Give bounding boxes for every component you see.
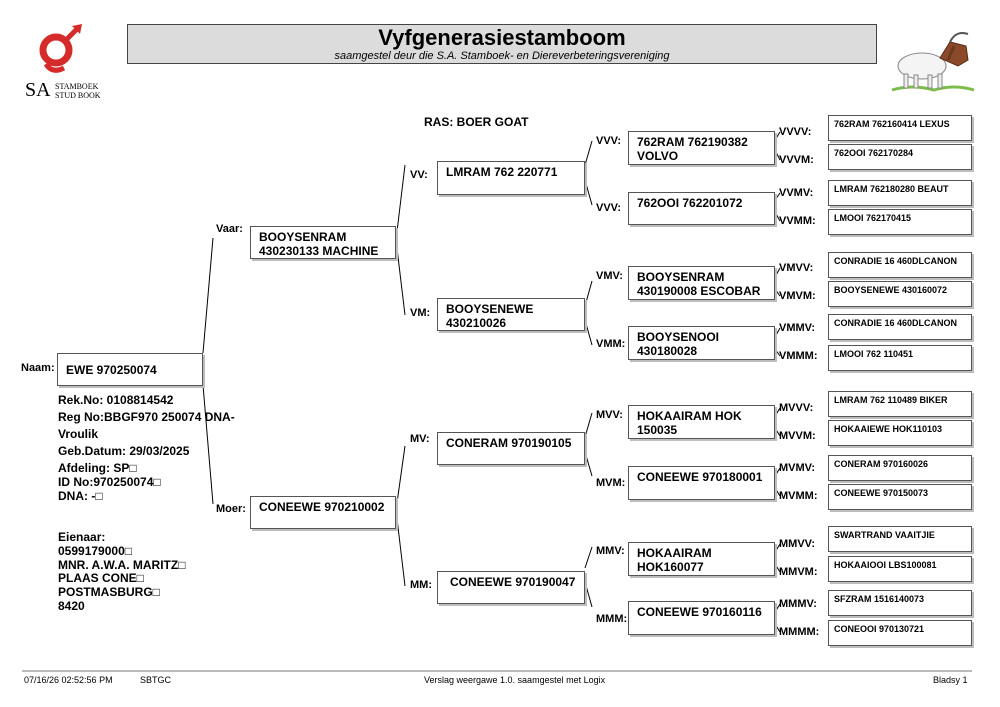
mmm-box: CONEEWE 970160116: [628, 601, 775, 635]
detail-section: Afdeling: SP□: [58, 461, 137, 475]
vmmm-label: VMMM:: [779, 350, 818, 362]
mvmv-box: CONERAM 970160026: [828, 455, 972, 481]
mmvv-label: MMVV:: [779, 538, 816, 550]
vvvm-box: 762OOI 762170284: [828, 144, 972, 170]
animal-name-box: EWE 970250074: [57, 353, 203, 386]
vvmv-box: LMRAM 762180280 BEAUT: [828, 180, 972, 206]
mmvm-label: MMVM:: [779, 566, 818, 578]
owner-farm: PLAAS CONE□: [58, 571, 144, 586]
mvvv-box: LMRAM 762 110489 BIKER: [828, 391, 972, 417]
dam-label: Moer:: [216, 503, 246, 515]
goat-image: [891, 32, 975, 92]
mm-box: CONEEWE 970190047: [437, 571, 585, 604]
vv-label: VV:: [410, 169, 428, 181]
mvv-box: HOKAAIRAM HOK 150035: [628, 405, 775, 439]
vvm-label: VVV:: [596, 202, 622, 214]
title-banner: Vyfgenerasiestamboom saamgestel deur die…: [127, 24, 877, 64]
logo-sa: SA: [25, 79, 51, 101]
mvvm-label: MVVM:: [779, 430, 816, 442]
mmmv-label: MMMV:: [779, 598, 817, 610]
mmm-label: MMM:: [596, 613, 628, 625]
mvmv-label: MVMV:: [779, 462, 816, 474]
logo-studbook: STUD BOOK: [55, 91, 101, 100]
detail-birth-date: Geb.Datum: 29/03/2025: [58, 444, 190, 458]
gender-symbol-icon: [39, 24, 82, 73]
mm-label: MM:: [410, 579, 432, 591]
vmvv-label: VMVV:: [779, 262, 814, 274]
detail-dna: DNA: -□: [58, 489, 103, 503]
vvvm-label: VVVM:: [779, 154, 814, 166]
mmmm-label: MMMM:: [779, 626, 820, 638]
mmvm-box: HOKAAIOOI LBS100081: [828, 556, 972, 582]
breed-label: RAS: BOER GOAT: [424, 115, 529, 129]
owner-heading: Eienaar:: [58, 530, 106, 544]
animal-name-label: Naam:: [21, 362, 55, 374]
vvvv-label: VVVV:: [779, 126, 812, 138]
mmmm-box: CONEOOI 970130721: [828, 620, 972, 646]
mvmm-box: CONEEWE 970150073: [828, 484, 972, 510]
detail-reg-no: Reg No:BBGF970 250074 DNA-: [58, 410, 235, 424]
mvmm-label: MVMM:: [779, 490, 818, 502]
owner-number: 0599179000□: [58, 543, 132, 558]
vv-box: LMRAM 762 220771: [437, 161, 585, 195]
vm-box: BOOYSENEWE 430210026: [437, 298, 585, 331]
owner-postcode: 8420: [58, 598, 85, 613]
sire-label: Vaar:: [216, 223, 243, 235]
animal-details: Rek.No: 0108814542 Reg No:BBGF970 250074…: [58, 392, 235, 503]
footer-datetime: 07/16/26 02:52:56 PM: [24, 675, 113, 685]
footer-page: Bladsy 1: [933, 675, 968, 685]
mvvm-box: HOKAAIEWE HOK110103: [828, 420, 972, 446]
mvvv-label: MVVV:: [779, 402, 814, 414]
vvv-label: VVV:: [596, 135, 622, 147]
vmm-label: VMM:: [596, 338, 626, 350]
vm-label: VM:: [410, 307, 431, 319]
mmv-label: MMV:: [596, 545, 625, 557]
vmv-label: VMV:: [596, 270, 623, 282]
vvmv-label: VVMV:: [779, 187, 814, 199]
vmmm-box: LMOOI 762 110451: [828, 345, 972, 371]
vvm-box: 762OOI 762201072: [628, 192, 775, 225]
logo-stamboek: STAMBOEK: [55, 82, 99, 91]
owner-town: POSTMASBURG□: [58, 585, 160, 600]
dam-box: CONEEWE 970210002: [250, 496, 396, 529]
vvvv-box: 762RAM 762160414 LEXUS: [828, 115, 972, 141]
mv-box: CONERAM 970190105: [437, 432, 585, 465]
page-subtitle: saamgestel deur die S.A. Stamboek- en Di…: [334, 50, 670, 62]
vvv-box: 762RAM 762190382 VOLVO: [628, 131, 775, 165]
vmmv-box: CONRADIE 16 460DLCANON: [828, 314, 972, 340]
mmv-box: HOKAAIRAM HOK160077: [628, 542, 775, 576]
mvm-box: CONEEWE 970180001: [628, 466, 775, 500]
owner-name: MNR. A.W.A. MARITZ□: [58, 557, 186, 572]
detail-sex: Vroulik: [58, 427, 99, 441]
vmvv-box: CONRADIE 16 460DLCANON: [828, 252, 972, 278]
mvm-label: MVM:: [596, 477, 626, 489]
vmvm-label: VMVM:: [779, 290, 816, 302]
mmvv-box: SWARTRAND VAAITJIE: [828, 526, 972, 552]
vmv-box: BOOYSENRAM 430190008 ESCOBAR: [628, 266, 775, 300]
vvmm-box: LMOOI 762170415: [828, 209, 972, 235]
footer-report: Verslag weergawe 1.0. saamgestel met Log…: [424, 675, 606, 685]
logo: SA STAMBOEK STUD BOOK: [22, 24, 106, 102]
mmmv-box: SFZRAM 1516140073: [828, 590, 972, 616]
detail-rek-no: Rek.No: 0108814542: [58, 393, 174, 407]
footer-code: SBTGC: [140, 675, 172, 685]
vvmm-label: VVMM:: [779, 215, 816, 227]
page-title: Vyfgenerasiestamboom: [378, 25, 626, 50]
owner-block: Eienaar: 0599179000□ MNR. A.W.A. MARITZ□…: [58, 530, 186, 614]
mv-label: MV:: [410, 433, 430, 445]
mvv-label: MVV:: [596, 409, 623, 421]
sire-box: BOOYSENRAM 430230133 MACHINE: [250, 226, 396, 259]
vmmv-label: VMMV:: [779, 322, 816, 334]
vmm-box: BOOYSENOOI 430180028: [628, 326, 775, 360]
vmvm-box: BOOYSENEWE 430160072: [828, 281, 972, 307]
detail-id-no: ID No:970250074□: [58, 475, 161, 489]
